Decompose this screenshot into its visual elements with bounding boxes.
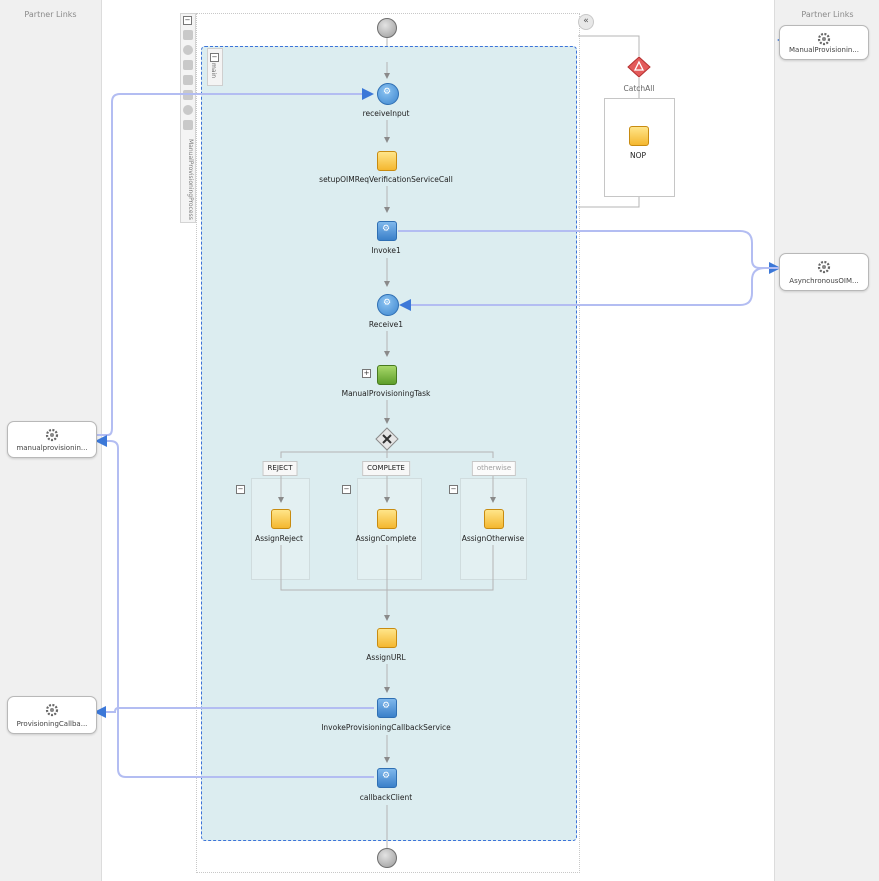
assign-url-label[interactable]: AssignURL (366, 653, 406, 662)
partner-links-title-left: Partner Links (24, 10, 77, 19)
receive1-label[interactable]: Receive1 (368, 320, 404, 329)
collapse-otherwise-icon[interactable]: − (449, 485, 458, 494)
assign-url-icon[interactable] (377, 628, 397, 648)
partner-link-provisioning-callback[interactable]: ProvisioningCallba... (7, 696, 97, 734)
human-task-icon[interactable] (377, 365, 397, 385)
invoke-callback-service-label[interactable]: InvokeProvisioningCallbackService (321, 723, 451, 732)
nop-icon[interactable] (629, 126, 649, 146)
partner-links-lane-right: Partner Links (774, 0, 879, 881)
case-otherwise-label[interactable]: otherwise (471, 461, 517, 476)
catch-all-label[interactable]: CatchAll (623, 84, 655, 93)
switch-gateway-icon[interactable] (375, 427, 399, 451)
partner-link-label: ProvisioningCallba... (16, 720, 88, 728)
collapse-process-icon[interactable]: − (183, 16, 192, 25)
gear-icon (45, 428, 59, 442)
collapse-complete-icon[interactable]: − (342, 485, 351, 494)
collapse-reject-icon[interactable]: − (236, 485, 245, 494)
main-scope-tab[interactable]: − main (207, 48, 223, 86)
assign-otherwise-label[interactable]: AssignOtherwise (461, 534, 525, 543)
partner-link-label: manualprovisionin... (16, 444, 88, 452)
process-end-icon (377, 848, 397, 868)
gear-icon (817, 32, 831, 46)
partner-link-manual-provisioning-right[interactable]: ManualProvisionin... (779, 25, 869, 60)
invoke-callback-service-icon[interactable] (377, 698, 397, 718)
termination-icon[interactable] (183, 105, 193, 115)
process-boundary (196, 13, 580, 873)
gear-icon (45, 703, 59, 717)
invoke1-icon[interactable] (377, 221, 397, 241)
assign-reject-icon[interactable] (271, 509, 291, 529)
setup-call-label[interactable]: setupOIMReqVerificationServiceCall (319, 175, 453, 184)
collapse-scope-icon[interactable]: − (210, 53, 219, 62)
receive-input-label[interactable]: receiveInput (362, 109, 410, 118)
assign-complete-icon[interactable] (377, 509, 397, 529)
receive-input-icon[interactable] (377, 83, 399, 105)
process-name-label: ManualProvisioningProcess (187, 139, 194, 220)
assign-complete-label[interactable]: AssignComplete (355, 534, 417, 543)
invoke1-label[interactable]: Invoke1 (371, 246, 401, 255)
assign-reject-label[interactable]: AssignReject (255, 534, 303, 543)
collapse-handlers-icon[interactable]: « (578, 14, 594, 30)
partner-link-manual-provisioning-left[interactable]: manualprovisionin... (7, 421, 97, 458)
partner-link-async-oim[interactable]: AsynchronousOIM... (779, 253, 869, 291)
case-reject-label[interactable]: REJECT (262, 461, 298, 476)
main-scope-label: main (210, 63, 217, 78)
process-start-icon (377, 18, 397, 38)
catch-all-body (604, 98, 675, 197)
process-toolbar: − ManualProvisioningProcess (180, 13, 196, 223)
variables-icon[interactable] (183, 30, 193, 40)
callback-client-label[interactable]: callbackClient (359, 793, 413, 802)
compensation-icon[interactable] (183, 75, 193, 85)
manual-task-label[interactable]: ManualProvisioningTask (341, 389, 431, 398)
partner-links-title-right: Partner Links (801, 10, 854, 19)
catch-all-icon[interactable] (627, 56, 651, 78)
callback-client-icon[interactable] (377, 768, 397, 788)
branch-complete (357, 478, 422, 580)
fault-handler-icon[interactable] (183, 60, 193, 70)
nop-label[interactable]: NOP (629, 151, 647, 160)
assign-otherwise-icon[interactable] (484, 509, 504, 529)
expand-task-icon[interactable]: + (362, 369, 371, 378)
gear-icon (817, 260, 831, 274)
fast-rewind-icon[interactable] (183, 120, 193, 130)
correlation-icon[interactable] (183, 45, 193, 55)
partner-link-label: ManualProvisionin... (789, 46, 859, 54)
setup-call-assign-icon[interactable] (377, 151, 397, 171)
receive1-icon[interactable] (377, 294, 399, 316)
case-complete-label[interactable]: COMPLETE (362, 461, 410, 476)
partner-link-label: AsynchronousOIM... (789, 277, 859, 285)
